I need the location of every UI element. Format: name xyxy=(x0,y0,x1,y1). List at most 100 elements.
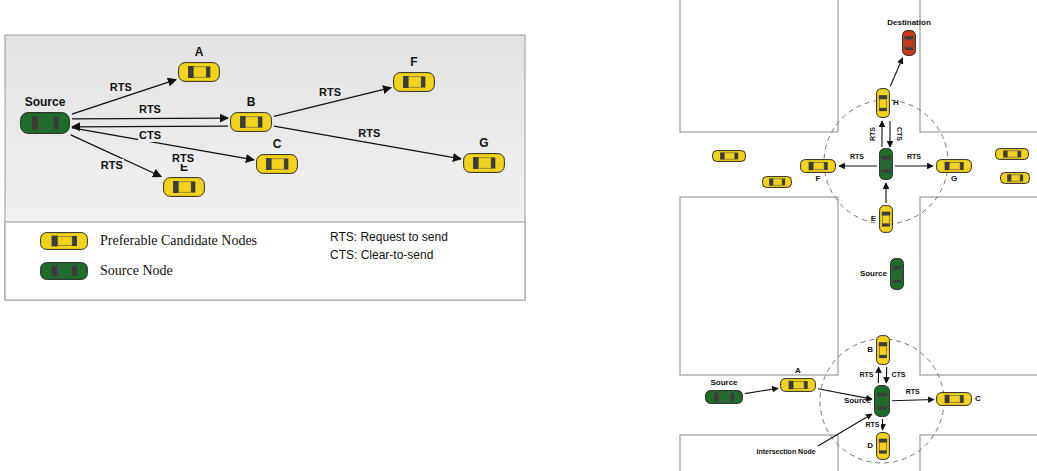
car-roof xyxy=(879,442,886,450)
car-roof xyxy=(246,117,259,127)
car-icon xyxy=(780,378,816,392)
car-window xyxy=(1007,174,1011,181)
car-window xyxy=(882,224,890,227)
car-icon xyxy=(936,392,972,406)
node-label: Source xyxy=(860,270,887,279)
car-icon xyxy=(876,88,890,118)
rts-arrow xyxy=(839,165,877,166)
car-icon xyxy=(876,335,890,365)
edge-label: RTS xyxy=(357,127,381,139)
vehicle-node: Source xyxy=(20,112,70,134)
vehicle-node: E xyxy=(163,177,205,197)
car-window xyxy=(882,212,890,216)
car-body xyxy=(164,178,205,197)
node-label: F xyxy=(410,56,417,69)
car-window xyxy=(32,116,39,129)
car-icon xyxy=(178,62,220,82)
car-window xyxy=(72,236,77,246)
node-label: Source xyxy=(844,397,871,406)
car-window xyxy=(879,451,887,454)
city-block xyxy=(680,197,838,375)
car-icon xyxy=(163,177,205,197)
node-label: A xyxy=(795,367,801,376)
car-roof xyxy=(194,67,207,77)
annotation-label: RTS xyxy=(869,127,877,141)
car-roof xyxy=(1011,175,1020,181)
node-label: A xyxy=(195,46,204,59)
car-icon xyxy=(1000,172,1030,184)
car-window xyxy=(789,381,794,389)
node-label: E xyxy=(871,215,876,224)
node-label: D xyxy=(867,442,873,451)
car-window xyxy=(824,162,828,170)
car-icon xyxy=(40,262,88,280)
car-body xyxy=(41,233,88,250)
car-window xyxy=(879,95,887,99)
car-roof xyxy=(1008,151,1018,157)
vehicle-node: B xyxy=(230,112,272,132)
car-window xyxy=(960,395,964,403)
car-icon xyxy=(20,112,70,134)
car-window xyxy=(1020,175,1023,182)
car-body xyxy=(877,89,890,118)
vehicle-node: C xyxy=(936,392,972,406)
car-roof xyxy=(793,381,804,388)
vehicle-node: G xyxy=(463,153,505,173)
car-body xyxy=(394,73,435,92)
car-body xyxy=(464,154,505,173)
car-body xyxy=(781,379,816,392)
connector-arrow xyxy=(878,367,879,383)
city-blocks xyxy=(680,0,1037,471)
vehicle-node: Source xyxy=(890,258,904,290)
rts-arrow xyxy=(881,121,882,147)
car-window xyxy=(72,266,77,276)
city-block xyxy=(920,197,1037,375)
car-body xyxy=(706,391,743,404)
car-icon xyxy=(902,30,916,56)
car-roof xyxy=(949,162,960,169)
car-body xyxy=(937,393,972,406)
car-body xyxy=(877,433,890,460)
vehicle-node: F xyxy=(393,72,435,92)
legend-panel xyxy=(5,222,525,300)
car-roof xyxy=(879,346,886,355)
edge-label: RTS xyxy=(318,86,342,98)
city-block xyxy=(920,0,1037,132)
car-window xyxy=(52,266,58,277)
connector-arrow xyxy=(892,400,934,401)
vehicle-node: G xyxy=(936,159,972,173)
abbreviation-note: CTS: Clear-to-send xyxy=(330,249,433,263)
car-body xyxy=(231,113,272,132)
car-roof xyxy=(949,395,960,402)
car-roof xyxy=(58,266,72,275)
car-window xyxy=(491,157,495,168)
connector-arrow xyxy=(886,367,887,383)
car-roof xyxy=(773,179,782,185)
car-window xyxy=(284,158,288,169)
car-icon xyxy=(876,432,890,460)
car-body xyxy=(875,386,890,417)
car-roof xyxy=(879,99,886,108)
car-window xyxy=(473,157,478,169)
car-window xyxy=(240,116,245,128)
connector-arrow xyxy=(72,125,228,127)
car-window xyxy=(266,158,271,170)
car-body xyxy=(713,151,746,162)
car-window xyxy=(945,395,950,403)
vehicle-node: Source xyxy=(705,390,743,404)
car-window xyxy=(879,108,887,111)
car-body xyxy=(801,160,836,173)
car-roof xyxy=(39,117,54,128)
car-roof xyxy=(409,77,422,87)
car-icon xyxy=(712,150,746,162)
node-label: H xyxy=(893,99,899,108)
car-window xyxy=(878,406,887,409)
car-window xyxy=(730,393,734,401)
car-roof xyxy=(882,215,889,223)
rts-arrow xyxy=(895,165,933,166)
edge-label: CTS xyxy=(138,129,162,141)
range-circle xyxy=(820,339,944,463)
car-body xyxy=(891,259,904,290)
